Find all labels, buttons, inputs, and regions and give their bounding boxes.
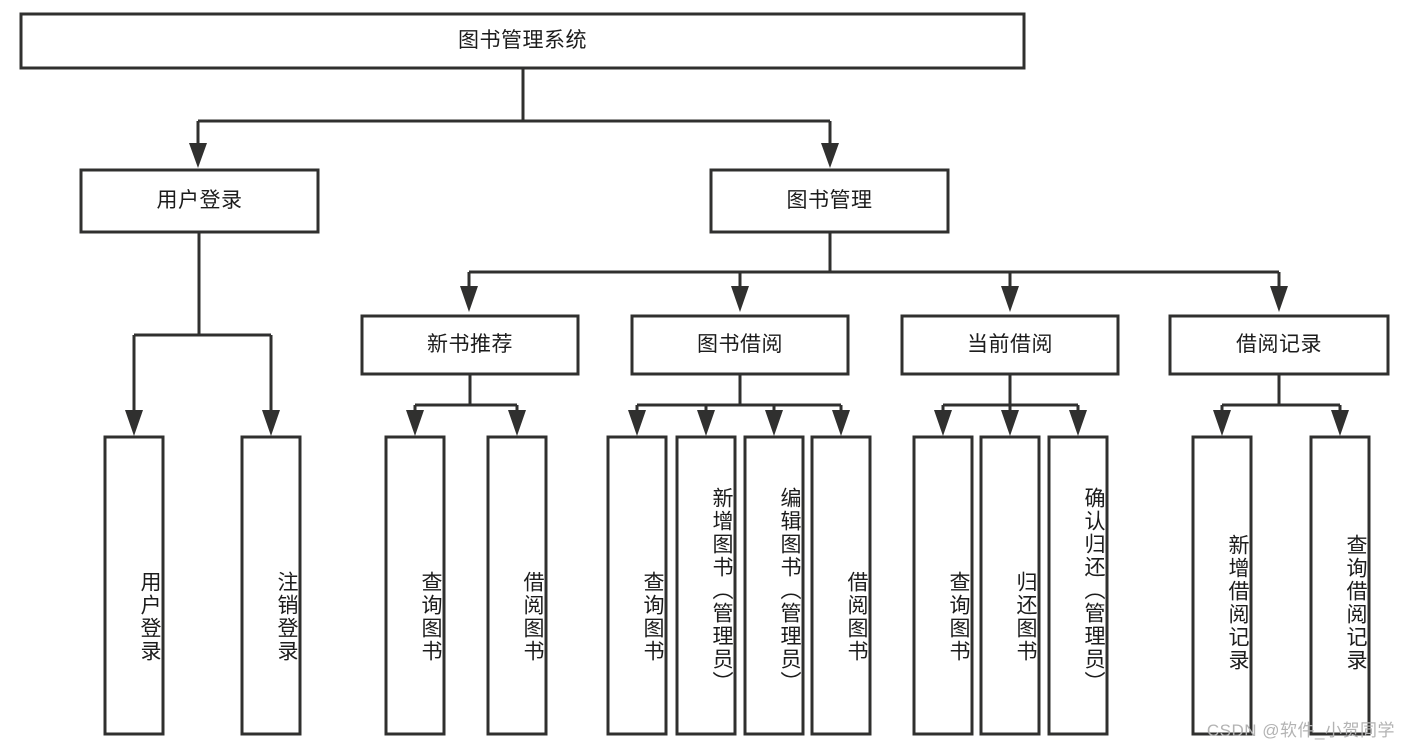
node-box-leaf-return-book[interactable] [979,435,1041,736]
connector-borrow-record-to-leaves [1220,374,1342,412]
arrow-head-leaf-user-login [125,410,143,436]
arrow-head-leaf-query-book-2 [628,410,646,436]
arrow-head-leaf-edit-book [765,410,783,436]
arrow-head-to-borrow-record [1270,286,1288,312]
connector-root-to-level2 [196,68,832,147]
arrow-head-leaf-add-record [1213,410,1231,436]
watermark-text: CSDN @软件_小贺同学 [1206,721,1395,740]
node-box-leaf-query-book-1[interactable] [384,435,446,736]
node-box-leaf-borrow-book-1[interactable] [486,435,548,736]
arrow-head-leaf-query-record [1331,410,1349,436]
arrow-head-leaf-confirm-return [1069,410,1087,436]
node-box-current-borrow[interactable] [900,314,1120,376]
arrow-head-leaf-borrow-book-1 [508,410,526,436]
node-box-user-login[interactable] [79,168,320,234]
arrow-head-leaf-add-book [697,410,715,436]
node-box-leaf-borrow-book-2[interactable] [810,435,872,736]
connector-new-book-to-leaves [413,374,519,412]
connector-user-login-to-leaves [132,232,273,412]
node-box-new-book-recommend[interactable] [360,314,580,376]
node-box-leaf-query-record[interactable] [1309,435,1371,736]
arrow-head-to-current-borrow [1001,286,1019,312]
connector-current-borrow-to-leaves [941,374,1080,412]
node-box-leaf-user-login[interactable] [103,435,165,736]
node-box-borrow-record[interactable] [1168,314,1390,376]
node-box-leaf-add-book[interactable] [675,435,737,736]
node-box-leaf-query-book-2[interactable] [606,435,668,736]
arrow-head-leaf-borrow-book-2 [832,410,850,436]
arrow-head-leaf-logout [262,410,280,436]
arrow-head-leaf-return-book [1001,410,1019,436]
node-box-book-manage[interactable] [709,168,950,234]
node-box-leaf-edit-book[interactable] [743,435,805,736]
node-box-leaf-query-book-3[interactable] [912,435,974,736]
node-box-root[interactable] [19,12,1026,70]
node-box-leaf-confirm-return[interactable] [1047,435,1109,736]
connector-book-manage-to-level3 [467,232,1281,288]
arrow-head-to-book-manage [821,143,839,168]
node-box-book-borrow[interactable] [630,314,850,376]
arrow-head-to-user-login [189,143,207,168]
node-box-leaf-logout[interactable] [240,435,302,736]
node-box-leaf-add-record[interactable] [1191,435,1253,736]
arrow-head-to-book-borrow [731,286,749,312]
arrow-head-leaf-query-book-3 [934,410,952,436]
arrow-head-leaf-query-book-1 [406,410,424,436]
connector-book-borrow-to-leaves [635,374,843,412]
arrow-head-to-new-book [460,286,478,312]
